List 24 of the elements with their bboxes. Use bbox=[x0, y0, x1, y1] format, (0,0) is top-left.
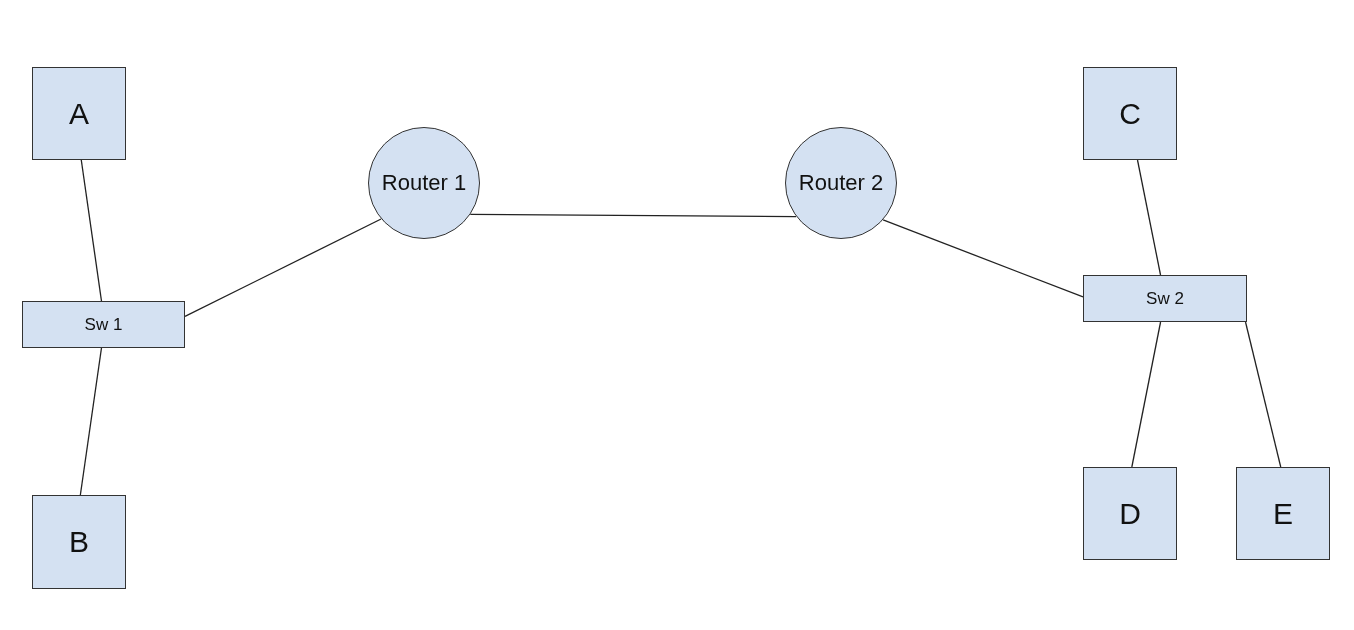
connector-line bbox=[1131, 321, 1162, 468]
node-label: D bbox=[1119, 496, 1141, 531]
node-label: Sw 1 bbox=[84, 314, 123, 335]
node-label: Router 2 bbox=[798, 170, 884, 196]
connector-line bbox=[79, 347, 103, 496]
connector-line bbox=[1244, 321, 1282, 468]
connector-line bbox=[469, 213, 797, 218]
connector-line bbox=[80, 159, 103, 302]
connector-line bbox=[1136, 159, 1162, 276]
node-label: C bbox=[1119, 96, 1141, 131]
node-label: A bbox=[69, 96, 89, 131]
node-label: B bbox=[69, 525, 89, 559]
host-box bbox=[32, 67, 126, 160]
node-label: E bbox=[1273, 496, 1293, 531]
host-box bbox=[1083, 467, 1177, 560]
connector-line bbox=[882, 219, 1084, 298]
host-box bbox=[1083, 67, 1177, 160]
host-box bbox=[32, 495, 126, 589]
switch-box bbox=[22, 301, 185, 348]
connector-line bbox=[184, 218, 382, 318]
switch-box bbox=[1083, 275, 1247, 322]
host-box bbox=[1236, 467, 1330, 560]
node-label: Router 1 bbox=[381, 170, 467, 196]
node-label: Sw 2 bbox=[1146, 288, 1184, 309]
